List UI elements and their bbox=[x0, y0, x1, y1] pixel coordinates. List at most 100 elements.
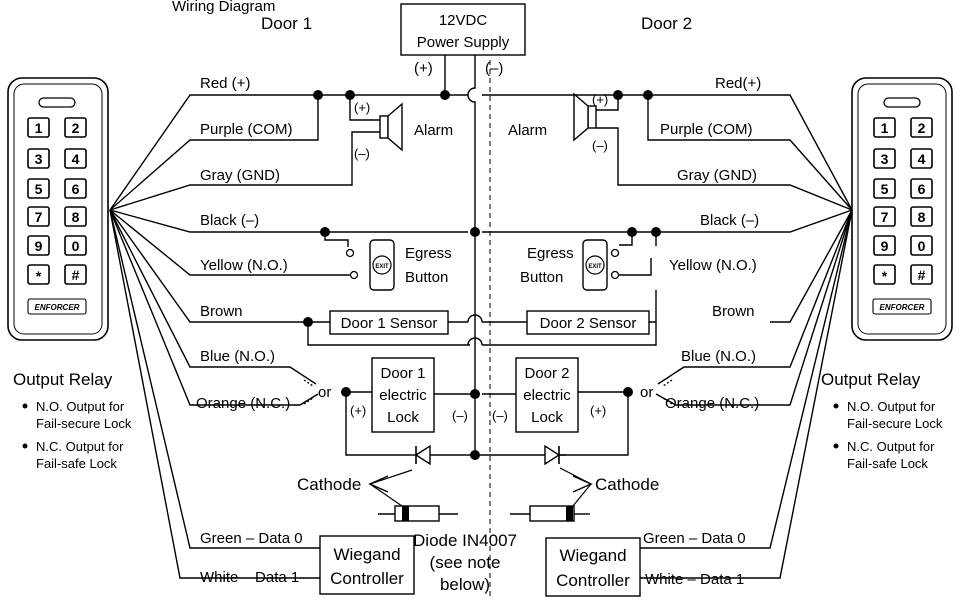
wire-label-orange-right: Orange (N.C.) bbox=[665, 395, 759, 412]
power-minus-label: (–) bbox=[485, 60, 503, 77]
wire-black-right bbox=[482, 209, 853, 233]
wire-orange-left bbox=[109, 209, 319, 406]
svg-text:3: 3 bbox=[35, 151, 43, 167]
svg-text:Wiegand: Wiegand bbox=[333, 545, 400, 564]
keypad-key-0: 0 bbox=[910, 235, 933, 256]
wire-purple-right bbox=[647, 95, 853, 211]
svg-text:1: 1 bbox=[35, 120, 43, 136]
wire-black-left bbox=[109, 209, 468, 233]
svg-text:4: 4 bbox=[918, 151, 926, 167]
keypad-key-9: 9 bbox=[27, 235, 50, 256]
wire-label-black-left: Black (–) bbox=[200, 212, 259, 229]
diode-symbol-left bbox=[414, 444, 431, 466]
wire-label-green-left: Green – Data 0 bbox=[200, 530, 303, 547]
wire-label-white-right: White – Data 1 bbox=[645, 571, 744, 588]
power-plus-label: (+) bbox=[414, 60, 433, 77]
svg-text:Fail-safe Lock: Fail-safe Lock bbox=[36, 456, 117, 471]
wire-label-gray-right: Gray (GND) bbox=[677, 167, 757, 184]
wire-label-green-right: Green – Data 0 bbox=[643, 530, 746, 547]
svg-text:EXIT: EXIT bbox=[375, 264, 389, 270]
keypad-key-4: 4 bbox=[910, 148, 933, 169]
diode-symbol-right bbox=[544, 444, 561, 466]
egress-label-1: Egress bbox=[405, 245, 452, 262]
keypad-key-7: 7 bbox=[27, 206, 50, 227]
keypad-key-5: 5 bbox=[27, 178, 50, 199]
wire-label-orange-left: Orange (N.C.) bbox=[196, 395, 290, 412]
svg-text:9: 9 bbox=[35, 238, 43, 254]
wire-label-yellow-right: Yellow (N.O.) bbox=[669, 257, 757, 274]
svg-text:6: 6 bbox=[72, 181, 80, 197]
keypad-key-7: 7 bbox=[873, 206, 896, 227]
door-2-label: Door 2 bbox=[641, 14, 692, 33]
svg-text:N.C. Output for: N.C. Output for bbox=[36, 439, 124, 454]
wire-orange-right bbox=[655, 209, 853, 406]
wire-white-left bbox=[109, 209, 320, 579]
diode-note-line3: below) bbox=[440, 575, 490, 594]
wiegand-controller-left bbox=[319, 535, 415, 595]
svg-text:2: 2 bbox=[72, 120, 80, 136]
alarm-left: Alarm (+) (–) bbox=[349, 95, 453, 161]
wire-gray-right bbox=[617, 150, 853, 211]
physical-diode-right bbox=[510, 505, 590, 522]
wire-label-purple-left: Purple (COM) bbox=[200, 121, 293, 138]
alarm-label: Alarm bbox=[508, 122, 547, 139]
svg-text:0: 0 bbox=[918, 238, 926, 254]
svg-text:1: 1 bbox=[881, 120, 889, 136]
door-1-sensor-label: Door 1 Sensor bbox=[341, 315, 438, 332]
keypad-key-1: 1 bbox=[27, 117, 50, 138]
wiegand-controller-right bbox=[545, 537, 641, 597]
svg-text:7: 7 bbox=[881, 209, 889, 225]
diode-note-line2: (see note bbox=[430, 553, 501, 572]
egress-label-1: Egress bbox=[527, 245, 574, 262]
door-2-electric-lock bbox=[515, 357, 579, 433]
alarm-right: Alarm (+) (–) bbox=[508, 92, 619, 153]
svg-text:9: 9 bbox=[881, 238, 889, 254]
door-1-label: Door 1 bbox=[261, 14, 312, 33]
keypad-key-2: 2 bbox=[910, 117, 933, 138]
keypad-key-6: 6 bbox=[910, 178, 933, 199]
or-label-right: or bbox=[640, 384, 653, 401]
svg-text:0: 0 bbox=[72, 238, 80, 254]
keypad-key-3: 3 bbox=[27, 148, 50, 169]
wire-label-blue-right: Blue (N.O.) bbox=[681, 348, 756, 365]
diagram-title: Wiring Diagram bbox=[172, 0, 275, 15]
keypad-key-6: 6 bbox=[64, 178, 87, 199]
svg-text:3: 3 bbox=[881, 151, 889, 167]
egress-label-2: Button bbox=[405, 269, 448, 286]
lock-1-plus-label: (+) bbox=[350, 403, 366, 418]
wire-label-red-left: Red (+) bbox=[200, 75, 250, 92]
svg-text:*: * bbox=[36, 268, 42, 284]
svg-text:Lock: Lock bbox=[387, 409, 419, 426]
keypad-key-3: 3 bbox=[873, 148, 896, 169]
wire-green-left bbox=[109, 209, 320, 549]
door-2-sensor-label: Door 2 Sensor bbox=[540, 315, 637, 332]
or-label-left: or bbox=[318, 384, 331, 401]
keypad-left: 1 2 3 4 5 6 7 8 9 0 * # ENFORCER bbox=[7, 77, 109, 341]
output-relay-note-left: Output Relay N.O. Output for Fail-secure… bbox=[13, 370, 132, 471]
keypad-key-5: 5 bbox=[873, 178, 896, 199]
wire-label-gray-left: Gray (GND) bbox=[200, 167, 280, 184]
enforcer-logo: ENFORCER bbox=[880, 303, 925, 312]
svg-text:7: 7 bbox=[35, 209, 43, 225]
svg-text:N.C. Output for: N.C. Output for bbox=[847, 439, 935, 454]
keypad-key-2: 2 bbox=[64, 117, 87, 138]
svg-text:Controller: Controller bbox=[330, 569, 404, 588]
svg-text:2: 2 bbox=[918, 120, 926, 136]
svg-text:#: # bbox=[918, 267, 926, 283]
wire-label-black-right: Black (–) bbox=[700, 212, 759, 229]
physical-diode-left bbox=[378, 505, 458, 522]
wire-label-blue-left: Blue (N.O.) bbox=[200, 348, 275, 365]
power-supply-line1: 12VDC bbox=[439, 12, 488, 29]
svg-text:N.O. Output for: N.O. Output for bbox=[36, 399, 125, 414]
keypad-key-star: * bbox=[27, 264, 50, 285]
lock-2-minus-label: (–) bbox=[492, 408, 508, 423]
wire-white-right bbox=[640, 209, 853, 579]
wire-brown-left bbox=[109, 209, 308, 323]
wire-blue-left bbox=[109, 209, 317, 385]
exit-icon bbox=[585, 255, 605, 275]
alarm-minus-label: (–) bbox=[354, 146, 370, 161]
svg-text:Output Relay: Output Relay bbox=[13, 370, 113, 389]
wire-label-red-right: Red(+) bbox=[715, 75, 761, 92]
wire-red-right bbox=[482, 94, 853, 211]
diode-note-line1: Diode IN4007 bbox=[413, 531, 517, 550]
